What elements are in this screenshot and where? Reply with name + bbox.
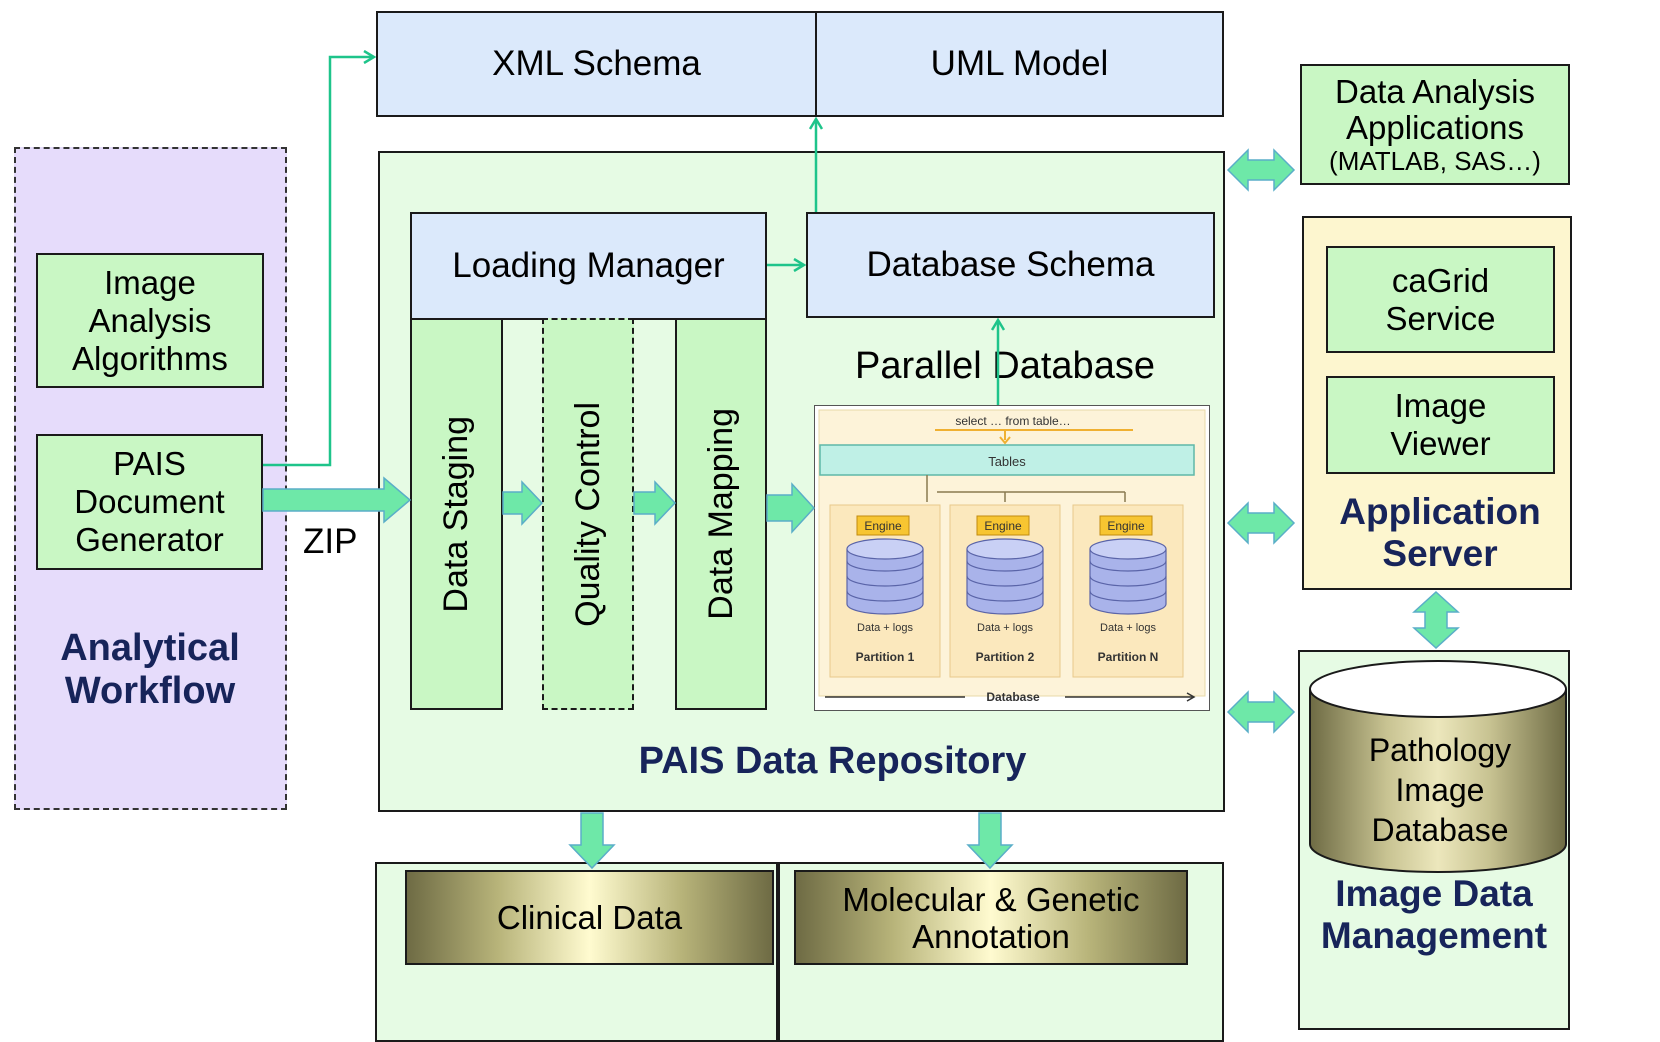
data-staging-label: Data Staging	[437, 415, 475, 613]
zip-label: ZIP	[303, 522, 358, 561]
image-analysis-algorithms-box[interactable]: Image Analysis Algorithms	[36, 253, 264, 388]
pathology-image-database-label: Pathology Image Database	[1368, 732, 1512, 848]
pais-data-repository-title: PAIS Data Repository	[638, 739, 1027, 782]
data-logs-label: Data + logs	[857, 622, 913, 634]
query-text: select … from table…	[955, 414, 1070, 428]
image-analysis-algorithms-label: Image Analysis Algorithms	[72, 263, 228, 377]
clinical-data-label: Clinical Data	[496, 898, 683, 936]
tables-bar	[819, 444, 1195, 476]
engine-label: Engine	[864, 519, 902, 533]
quality-control-label: Quality Control	[568, 401, 607, 627]
partition-label: Partition N	[1098, 650, 1159, 664]
engine-badge	[1099, 515, 1153, 536]
data-logs-label: Data + logs	[1100, 622, 1156, 634]
database-axis-label: Database	[986, 690, 1040, 704]
database-disk-icon	[1089, 538, 1167, 615]
image-viewer-box[interactable]: Image Viewer	[1326, 376, 1555, 474]
molecular-genetic-annotation-box[interactable]: Molecular & Genetic Annotation	[794, 870, 1188, 965]
quality-control-box[interactable]: Quality Control	[542, 318, 634, 710]
repository-imagedata-double-arrow	[1226, 690, 1296, 734]
data-mapping-label: Data Mapping	[701, 408, 740, 620]
pais-document-generator-label: PAIS Document Generator	[74, 445, 225, 558]
xml-schema-label: XML Schema	[492, 44, 701, 83]
data-mapping-box[interactable]: Data Mapping	[675, 318, 767, 710]
clinical-data-box[interactable]: Clinical Data	[405, 870, 774, 965]
uml-model-label: UML Model	[930, 44, 1109, 83]
engine-badge	[856, 515, 910, 536]
molecular-genetic-annotation-label: Molecular & Genetic Annotation	[842, 880, 1140, 955]
parallel-database-label: Parallel Database	[855, 345, 1155, 387]
loading-manager-label: Loading Manager	[452, 246, 725, 285]
database-disk-icon	[846, 538, 924, 615]
engine-label: Engine	[1107, 519, 1145, 533]
database-schema-label: Database Schema	[866, 245, 1155, 284]
data-analysis-applications-sub: (MATLAB, SAS…)	[1329, 145, 1541, 176]
data-analysis-applications-label: Data Analysis Applications	[1335, 72, 1535, 146]
uml-model-box[interactable]: UML Model	[815, 11, 1224, 117]
database-disk-icon	[966, 538, 1044, 615]
cagrid-service-label: caGrid Service	[1385, 261, 1496, 337]
application-server-title: Application Server	[1339, 491, 1541, 574]
repository-analysis-double-arrow	[1226, 148, 1296, 192]
cagrid-service-box[interactable]: caGrid Service	[1326, 246, 1555, 353]
image-data-management-title: Image Data Management	[1320, 873, 1548, 956]
repository-to-molecular-arrow	[966, 812, 1014, 870]
repository-appserver-double-arrow	[1226, 501, 1296, 545]
pathology-database-cylinder	[1309, 660, 1567, 873]
data-analysis-applications-box[interactable]: Data Analysis Applications (MATLAB, SAS……	[1300, 64, 1570, 185]
data-staging-box[interactable]: Data Staging	[410, 318, 503, 710]
appserver-imagedata-double-arrow	[1412, 590, 1460, 650]
pais-document-generator-box[interactable]: PAIS Document Generator	[36, 434, 263, 570]
data-logs-label: Data + logs	[977, 622, 1033, 634]
analytical-workflow-title: Analytical Workflow	[60, 627, 240, 712]
database-schema-box[interactable]: Database Schema	[806, 212, 1215, 318]
partition-label: Partition 2	[976, 650, 1035, 664]
engine-label: Engine	[984, 519, 1022, 533]
image-viewer-label: Image Viewer	[1390, 387, 1491, 462]
tables-label: Tables	[988, 454, 1026, 469]
repository-to-clinical-arrow	[568, 812, 616, 870]
partition-label: Partition 1	[856, 650, 915, 664]
loading-manager-box[interactable]: Loading Manager	[410, 212, 767, 320]
xml-schema-box[interactable]: XML Schema	[376, 11, 817, 117]
engine-badge	[976, 515, 1030, 536]
